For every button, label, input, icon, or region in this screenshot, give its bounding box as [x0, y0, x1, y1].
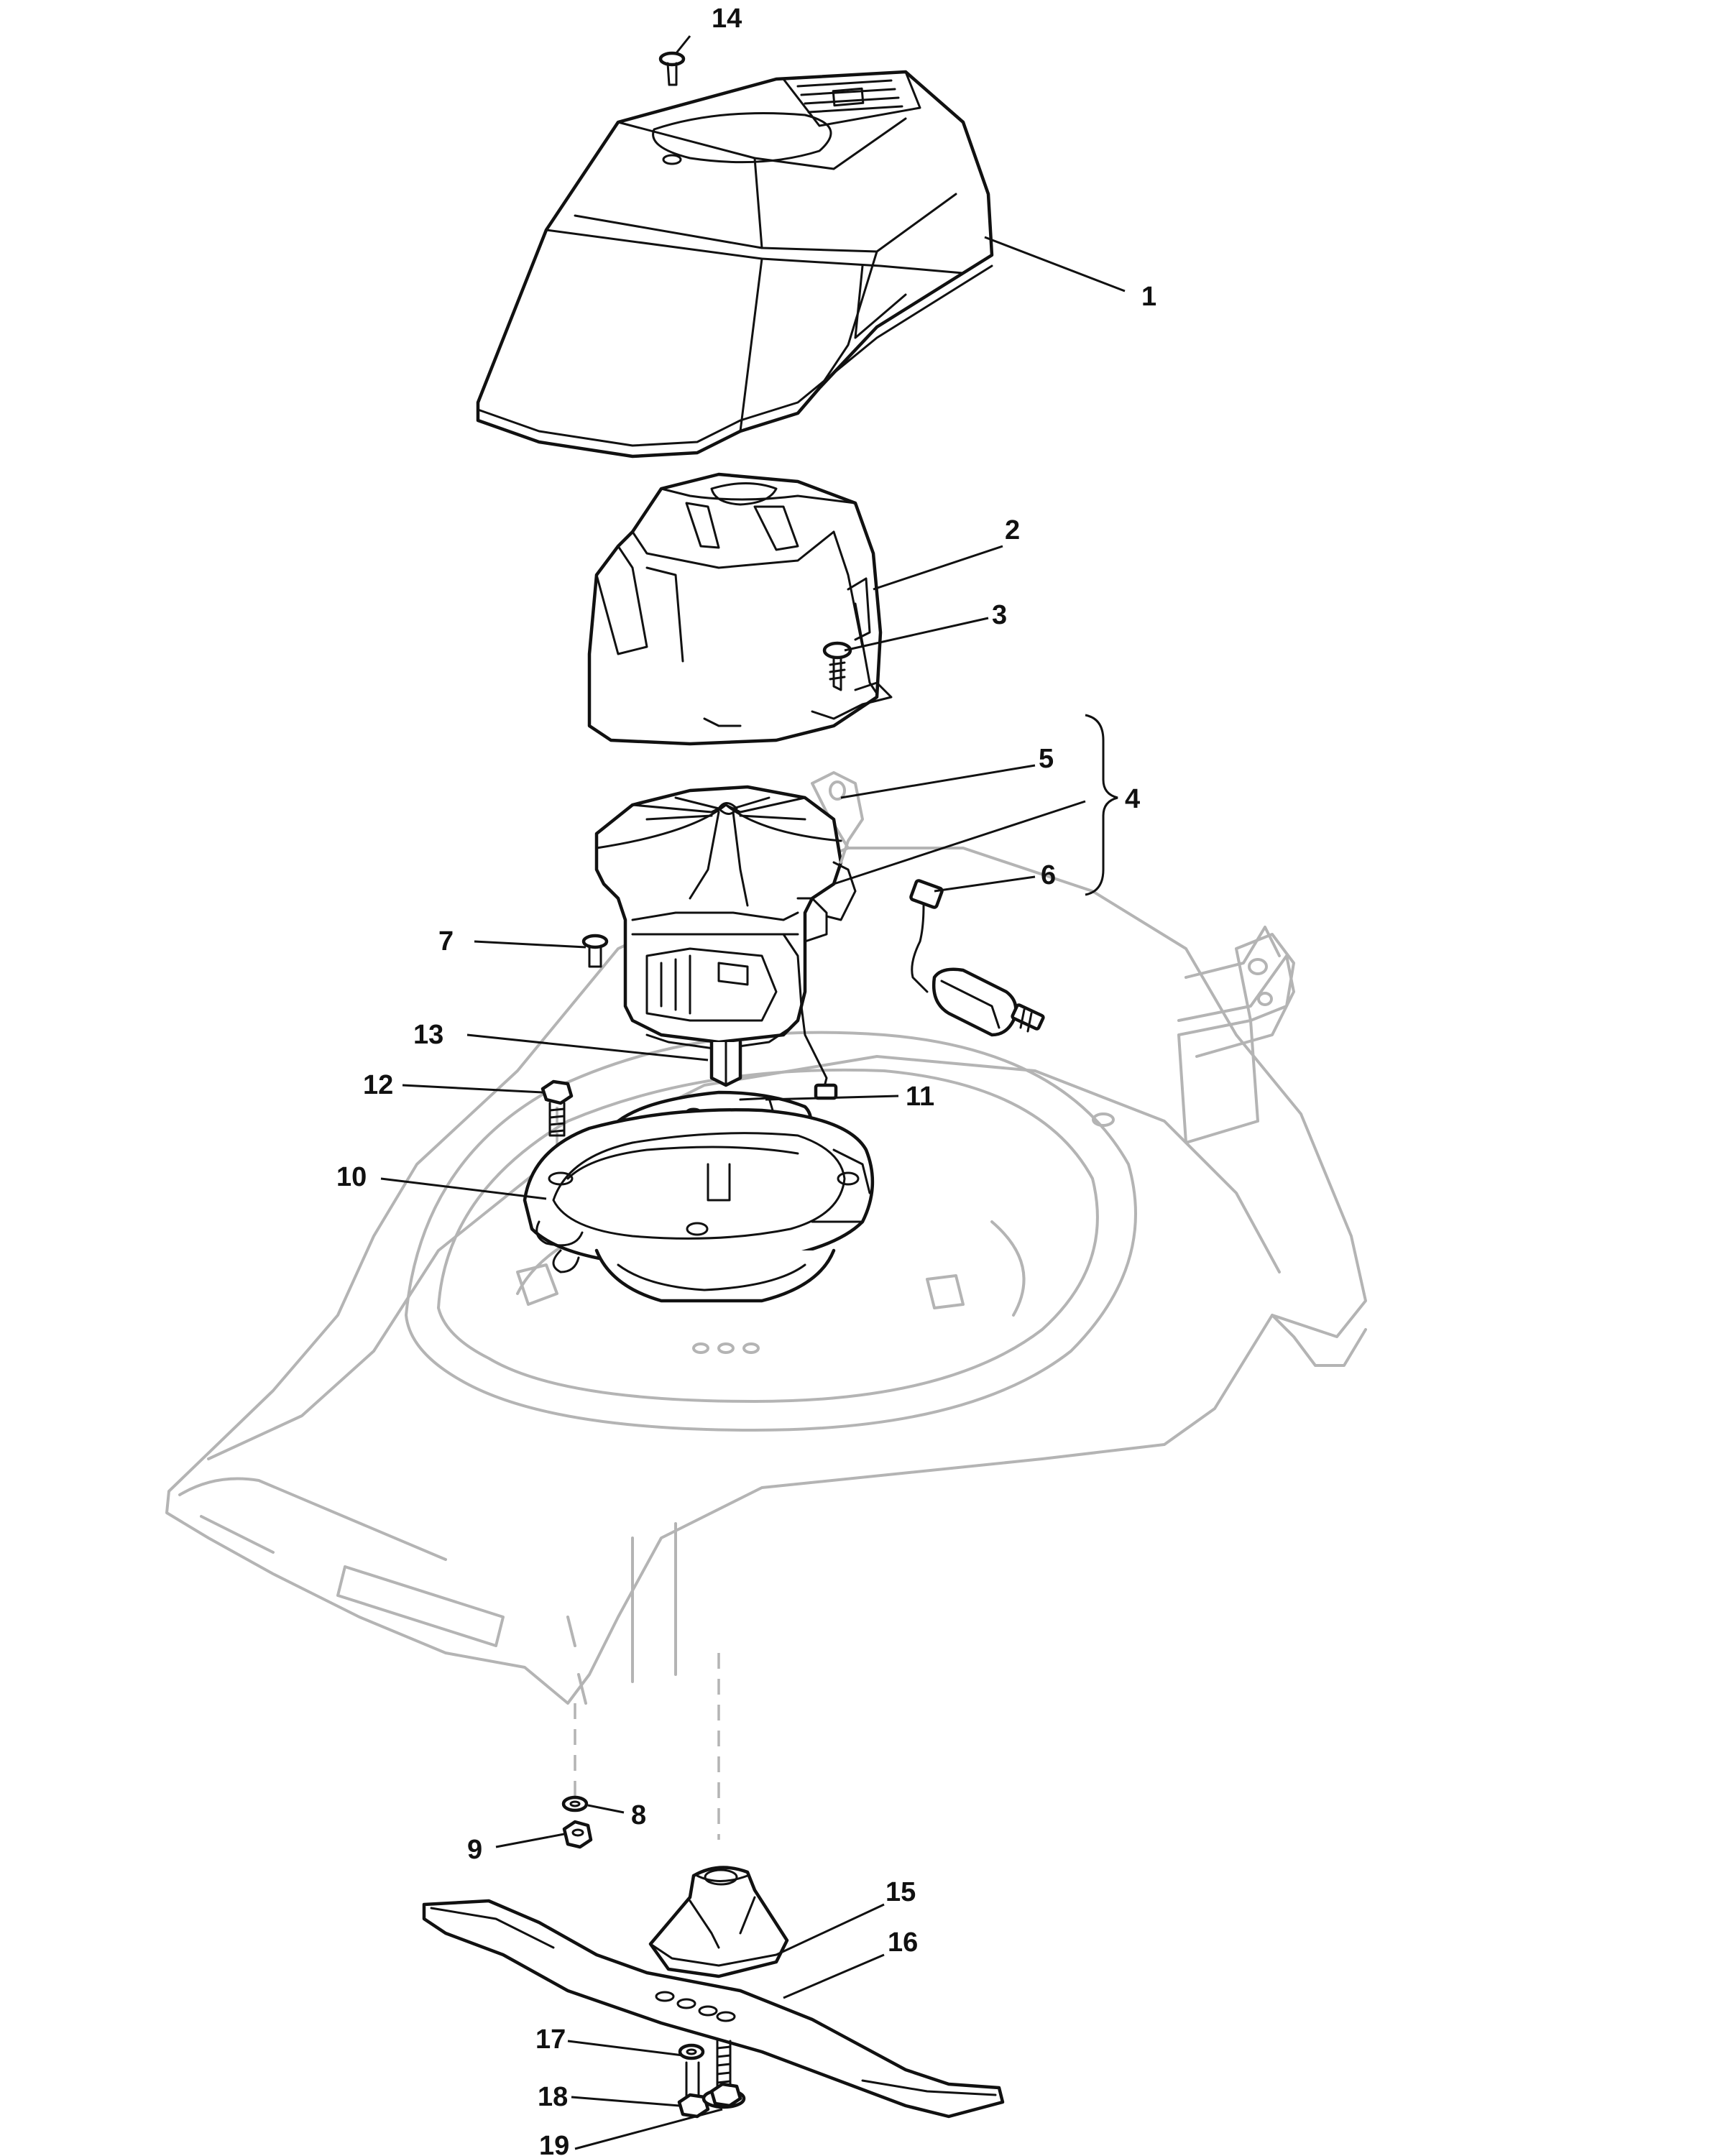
callout-17: 17 [535, 2024, 566, 2055]
callout-5: 5 [1039, 744, 1054, 774]
mower-deck [165, 782, 1367, 1705]
blade-bolts [677, 2040, 746, 2119]
top-cover [476, 70, 994, 459]
callout-7: 7 [438, 926, 454, 957]
capacitor-connector [909, 879, 1045, 1037]
electric-motor [594, 785, 857, 1100]
assembly-axis-lines [556, 1107, 720, 1840]
blade-adapter [648, 1866, 789, 1978]
cover-screw [658, 51, 686, 86]
callout-10: 10 [336, 1162, 367, 1192]
cutting-blade [422, 1899, 1005, 2119]
motor-bracket [811, 771, 864, 864]
motor-mount-flange [523, 1108, 875, 1303]
callout-4: 4 [1125, 784, 1140, 814]
callout-18: 18 [538, 2082, 568, 2112]
callout-12: 12 [363, 1070, 393, 1100]
callout-6: 6 [1041, 860, 1056, 890]
motor-screw [581, 934, 609, 968]
callout-16: 16 [888, 1927, 918, 1958]
mounting-bolt [540, 1079, 574, 1137]
callout-19: 19 [539, 2131, 569, 2156]
callout-14: 14 [712, 4, 742, 34]
leader-lines [380, 35, 1126, 2150]
callout-9: 9 [467, 1835, 482, 1865]
housing-screw [822, 641, 852, 691]
callout-1: 1 [1141, 282, 1156, 312]
callout-3: 3 [992, 600, 1007, 630]
washer-and-nut [561, 1795, 593, 1849]
callout-2: 2 [1005, 515, 1020, 545]
callout-15: 15 [886, 1877, 916, 1907]
callout-11: 11 [906, 1082, 934, 1112]
motor-housing [587, 472, 893, 746]
callout-labels: 1 2 3 4 5 6 7 8 9 10 11 12 13 14 15 16 1… [336, 4, 1156, 2156]
callout-13: 13 [413, 1020, 443, 1050]
callout-8: 8 [631, 1800, 646, 1830]
blade-washer [678, 2043, 705, 2060]
